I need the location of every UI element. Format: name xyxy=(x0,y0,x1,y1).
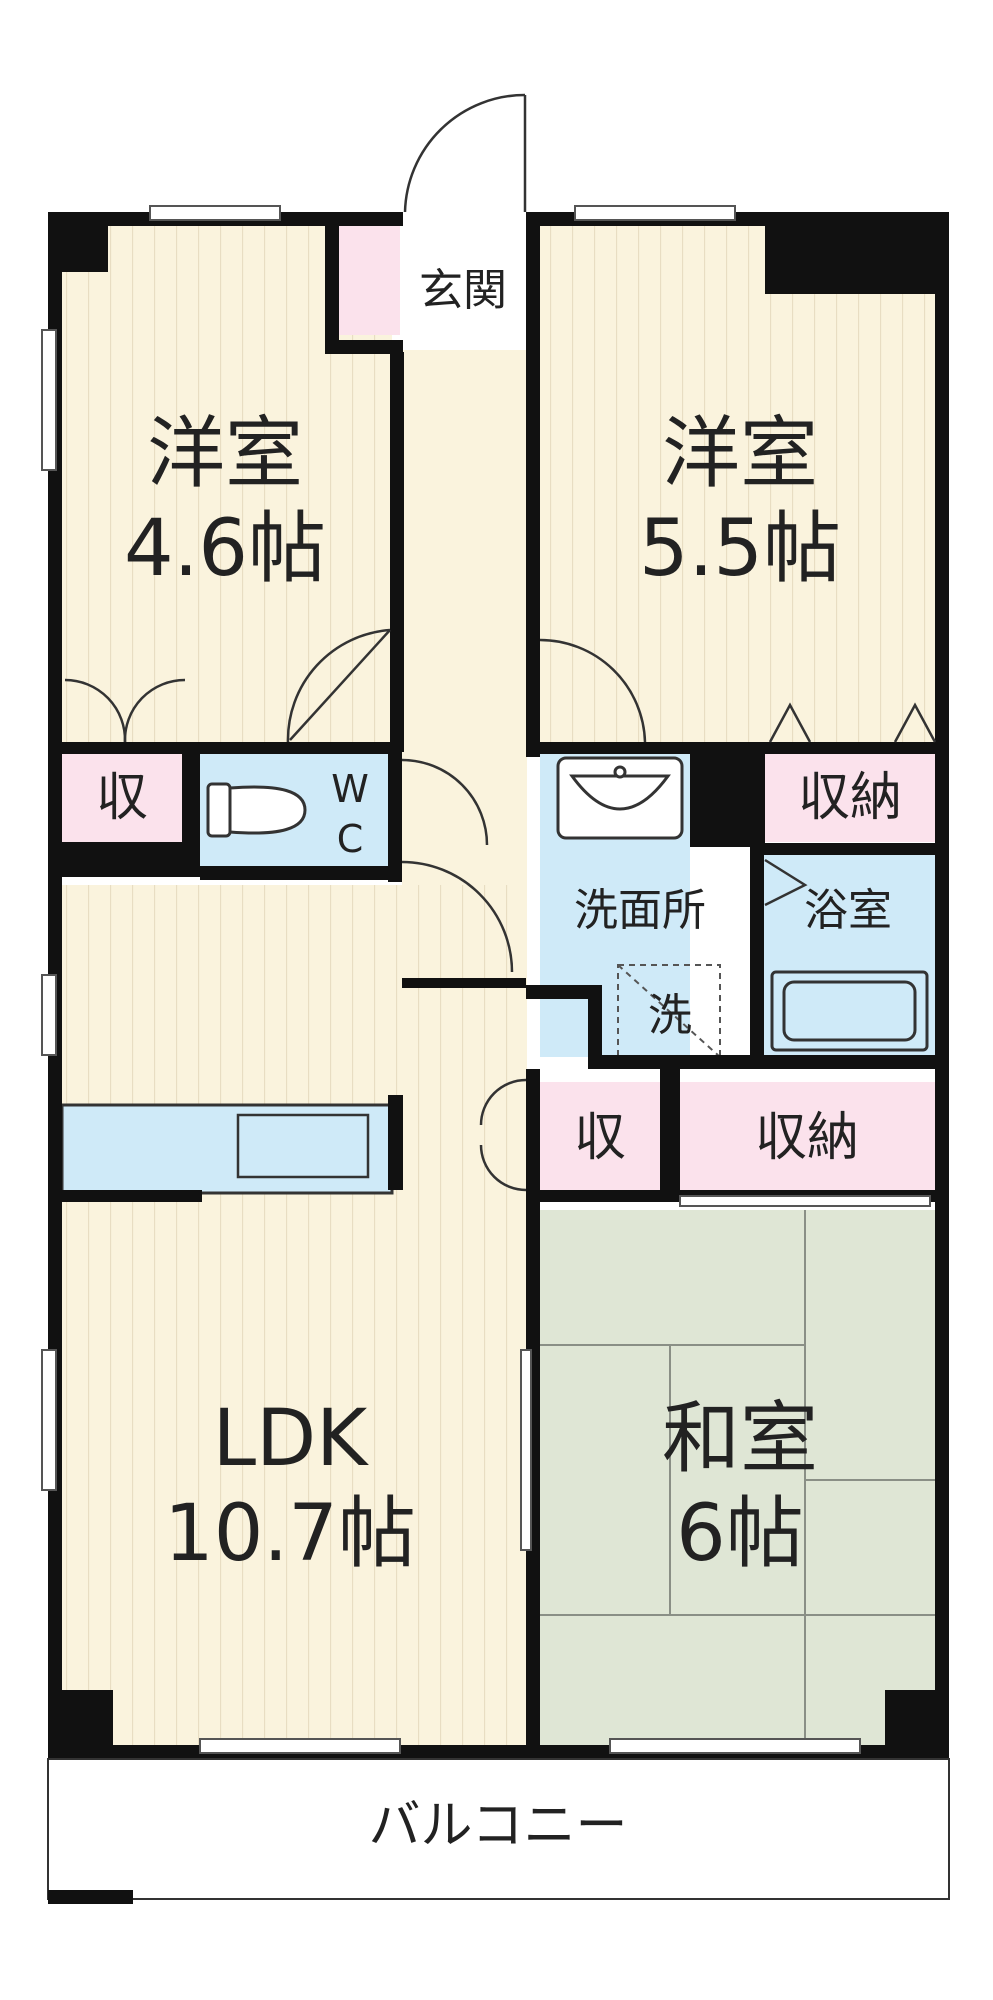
storage-mid-large-label: 収納 xyxy=(755,1108,859,1168)
toilet-fixture xyxy=(206,782,307,838)
shoe-closet xyxy=(338,225,400,335)
windows xyxy=(41,205,931,1754)
japanese-room-floor xyxy=(540,1210,935,1745)
washroom-step xyxy=(600,985,690,1057)
entrance-floor xyxy=(402,225,527,345)
storage-mid-small-floor xyxy=(540,1082,660,1192)
walls xyxy=(48,212,949,1759)
ldk-floor xyxy=(62,885,527,1745)
kitchen-counter xyxy=(60,1095,403,1195)
western-left-size: 4.6帖 xyxy=(124,504,326,594)
balcony-label: バルコニー xyxy=(369,1796,628,1856)
door-swings xyxy=(64,93,937,1192)
entrance-label: 玄関 xyxy=(419,265,507,316)
storage-left-label: 収 xyxy=(96,768,148,828)
storage-right-floor xyxy=(765,752,935,842)
western-right-size: 5.5帖 xyxy=(639,504,841,594)
western-room-right-floor xyxy=(540,225,935,745)
balcony xyxy=(47,1758,950,1904)
bathtub xyxy=(770,970,929,1052)
storage-mid-large-floor xyxy=(680,1082,935,1192)
washer-label: 洗 xyxy=(648,990,692,1041)
floor-fills xyxy=(62,225,935,1745)
wash-basin xyxy=(556,756,684,840)
western-right-name: 洋室 xyxy=(662,409,818,499)
western-left-name: 洋室 xyxy=(147,409,303,499)
japanese-name: 和室 xyxy=(662,1394,818,1484)
toilet-w-label: W xyxy=(331,767,369,811)
bath-label: 浴室 xyxy=(804,885,892,936)
tatami-lines xyxy=(540,1210,935,1745)
ldk-size: 10.7帖 xyxy=(164,1489,416,1579)
ldk-name: LDK xyxy=(213,1394,370,1484)
storage-right-label: 収納 xyxy=(798,768,902,828)
hallway-floor xyxy=(402,350,527,990)
washroom-label: 洗面所 xyxy=(574,885,706,936)
toilet-c-label: C xyxy=(337,817,364,861)
storage-mid-small-label: 収 xyxy=(574,1108,626,1168)
storage-left-floor xyxy=(62,752,182,844)
japanese-size: 6帖 xyxy=(676,1489,804,1579)
